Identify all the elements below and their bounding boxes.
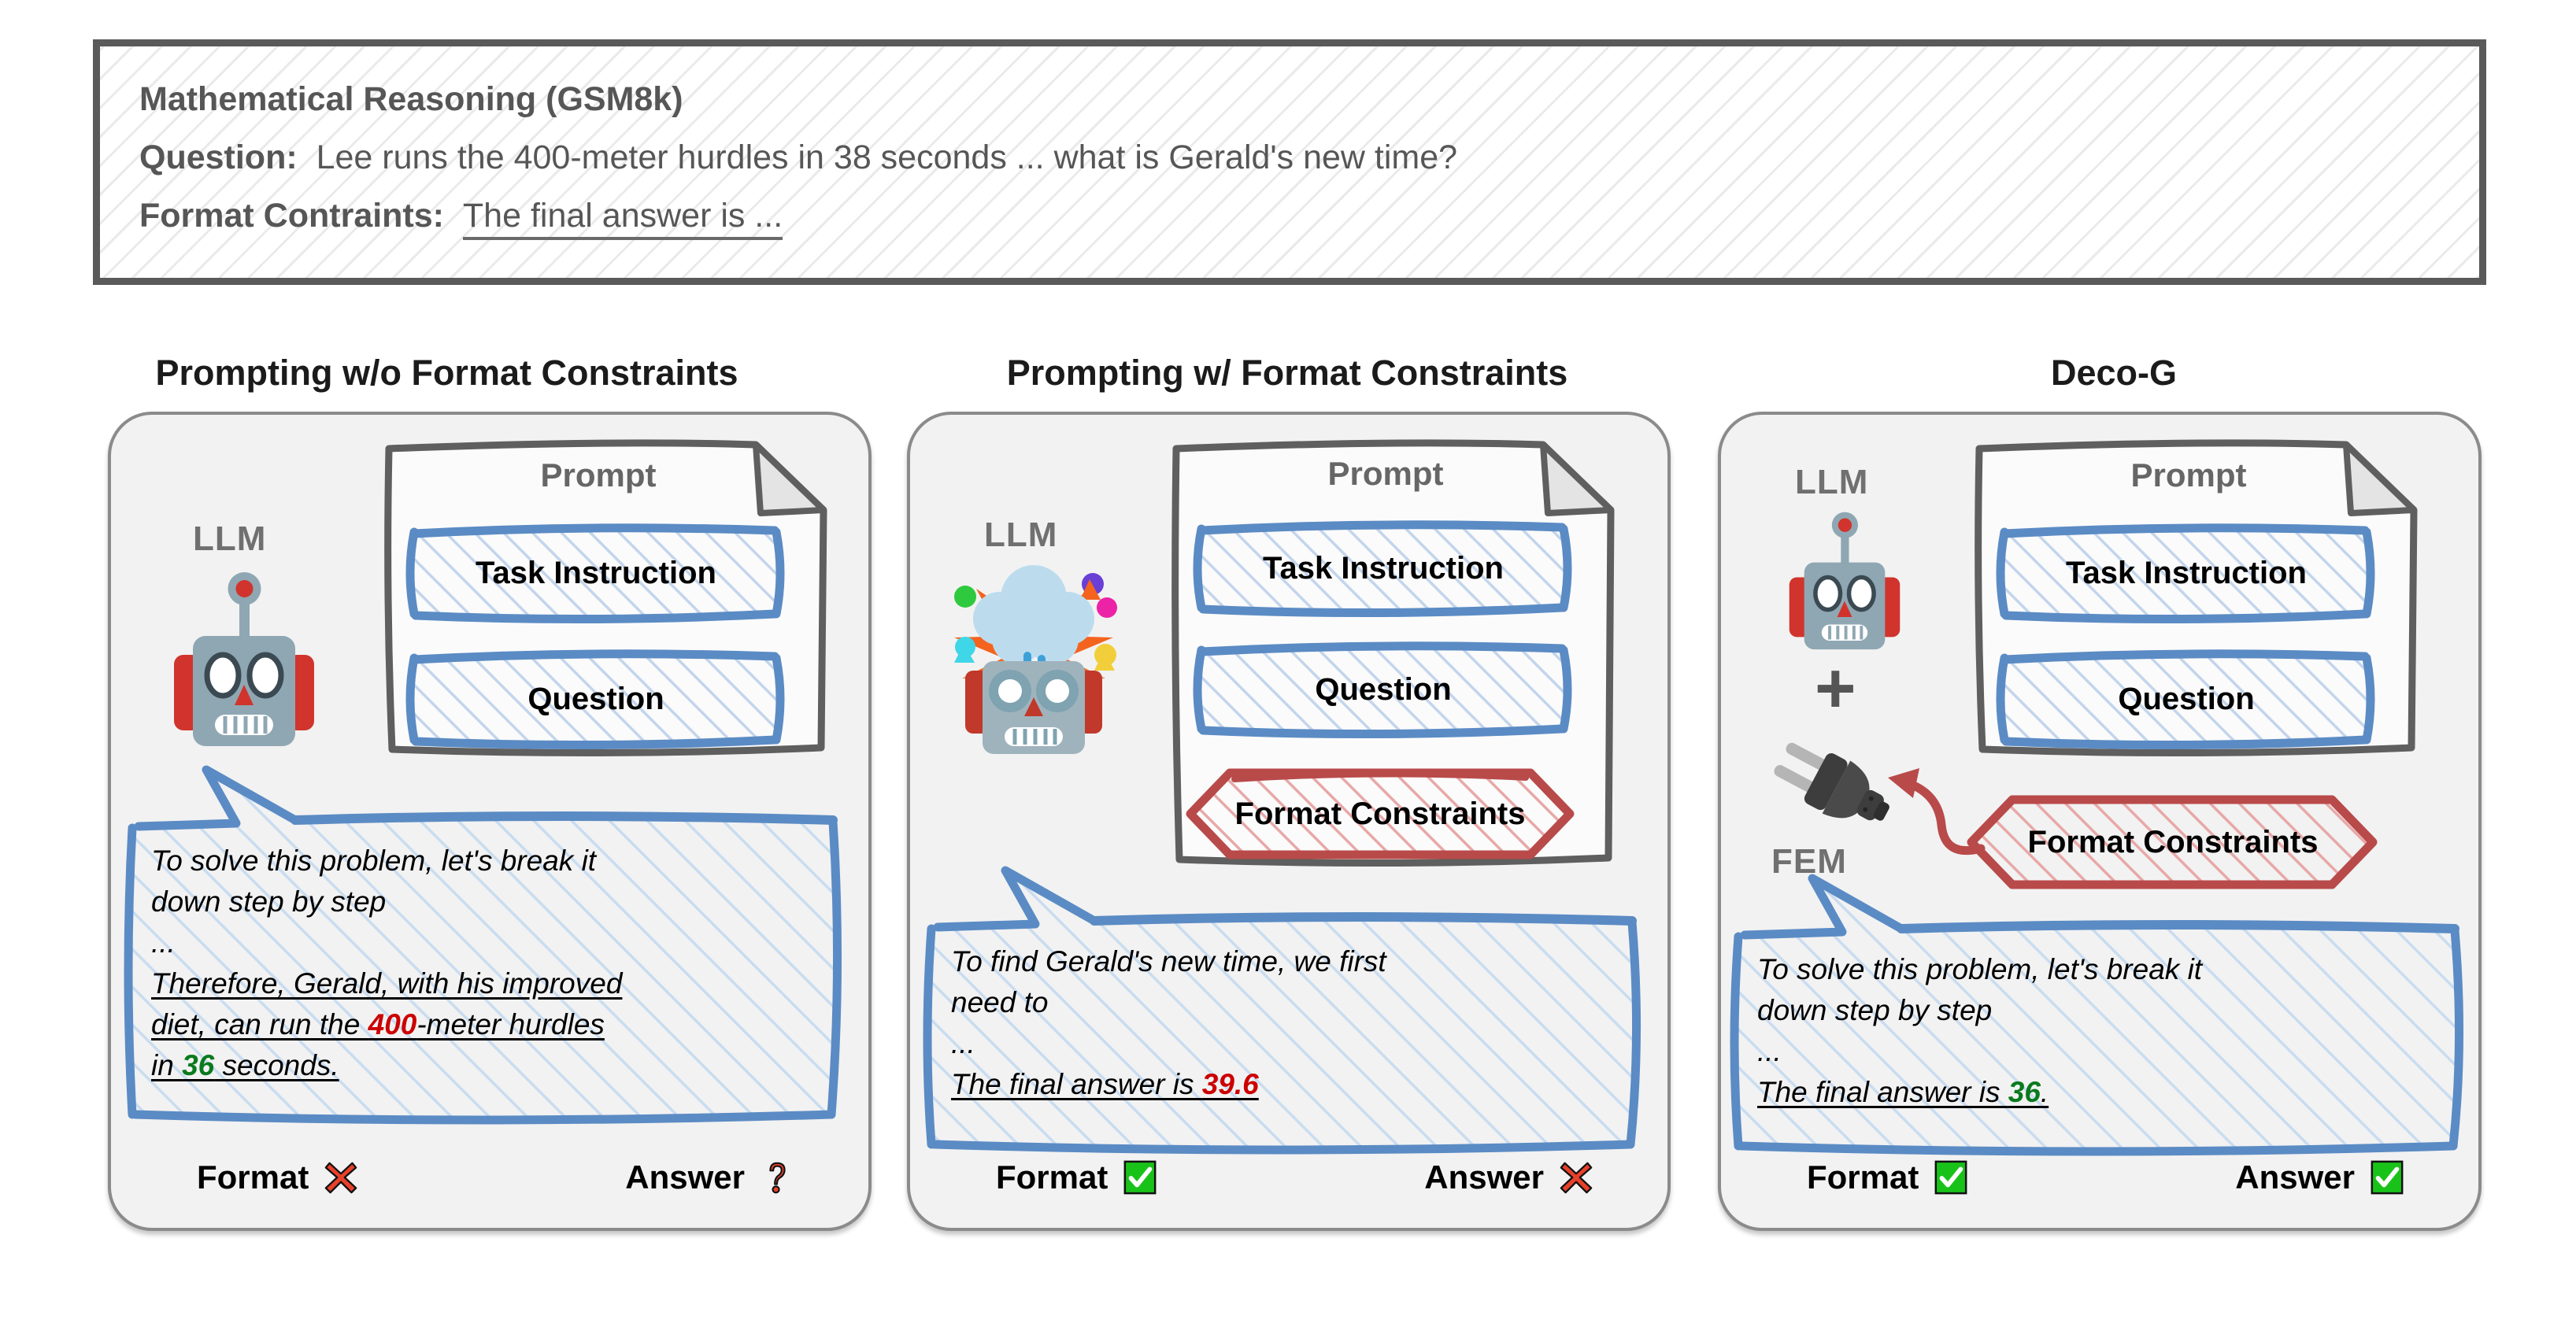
llm-label-panel-2: LLM bbox=[984, 516, 1058, 554]
plus-sign-icon: + bbox=[1815, 649, 1856, 728]
format-status-panel-1: Format bbox=[197, 1159, 359, 1196]
answer-text-panel-1: To solve this problem, let's break it do… bbox=[151, 841, 828, 1086]
format-constraints-text: The final answer is ... bbox=[462, 197, 783, 240]
question-box-panel-2 bbox=[1193, 641, 1572, 739]
electric-plug-icon bbox=[1774, 742, 1889, 821]
answer-status-panel-2: Answer bbox=[1424, 1159, 1594, 1196]
status-row-panel-3: Format Answer bbox=[1807, 1159, 2405, 1196]
question-box-panel-3 bbox=[1996, 649, 2375, 750]
answer-line: diet, can run the 400-meter hurdles bbox=[151, 1008, 605, 1040]
answer-line: down step by step bbox=[1757, 994, 1993, 1026]
question-line: Question: Lee runs the 400-meter hurdles… bbox=[139, 128, 2479, 187]
answer-line: To solve this problem, let's break it bbox=[151, 845, 597, 877]
answer-line: To solve this problem, let's break it bbox=[1757, 953, 2203, 985]
format-constraints-label: Format Contraints: bbox=[139, 197, 444, 235]
cross-mark-icon bbox=[1560, 1162, 1593, 1194]
llm-label-panel-3: LLM bbox=[1795, 463, 1869, 501]
answer-line: down step by step bbox=[151, 885, 387, 918]
robot-icon bbox=[174, 572, 314, 746]
check-mark-icon bbox=[1934, 1160, 1967, 1195]
answer-text-panel-2: To find Gerald's new time, we first need… bbox=[951, 941, 1628, 1105]
task-instruction-box-panel-2 bbox=[1193, 520, 1572, 618]
answer-status-label: Answer bbox=[1424, 1159, 1544, 1196]
dataset-title: Mathematical Reasoning (GSM8k) bbox=[139, 80, 683, 118]
check-mark-icon bbox=[1123, 1160, 1157, 1195]
format-status-label: Format bbox=[197, 1159, 309, 1196]
answer-text-panel-3: To solve this problem, let's break it do… bbox=[1757, 949, 2450, 1113]
fem-label-panel-3: FEM bbox=[1771, 842, 1847, 881]
task-header-box: Mathematical Reasoning (GSM8k) Question:… bbox=[93, 39, 2486, 285]
answer-status-label: Answer bbox=[625, 1159, 745, 1196]
answer-line: ... bbox=[951, 1027, 975, 1059]
question-text: Lee runs the 400-meter hurdles in 38 sec… bbox=[316, 139, 1458, 176]
answer-line: ... bbox=[151, 926, 176, 959]
answer-bubble-panel-3 bbox=[1730, 874, 2464, 1156]
prompt-label-panel-2: Prompt bbox=[1327, 455, 1444, 492]
format-status-panel-3: Format bbox=[1807, 1159, 1969, 1196]
panel-title-deco-g: Deco-G bbox=[2050, 353, 2178, 393]
panel-title-prompting-with-constraints: Prompting w/ Format Constraints bbox=[1006, 353, 1568, 393]
answer-line: need to bbox=[951, 986, 1049, 1018]
format-status-panel-2: Format bbox=[996, 1159, 1158, 1196]
cross-mark-icon bbox=[325, 1162, 357, 1194]
prompt-label-panel-1: Prompt bbox=[540, 456, 657, 493]
format-constraints-box-panel-3 bbox=[1967, 795, 2378, 889]
answer-line: in 36 seconds. bbox=[151, 1049, 339, 1081]
status-row-panel-1: Format Answer bbox=[197, 1159, 795, 1196]
question-box-panel-1 bbox=[405, 649, 785, 750]
answer-status-panel-3: Answer bbox=[2235, 1159, 2405, 1196]
format-status-label: Format bbox=[1807, 1159, 1919, 1196]
status-row-panel-2: Format Answer bbox=[996, 1159, 1594, 1196]
task-instruction-box-panel-1 bbox=[405, 523, 785, 624]
robot-icon bbox=[1789, 512, 1901, 650]
check-mark-icon bbox=[2371, 1160, 2404, 1195]
answer-status-label: Answer bbox=[2235, 1159, 2355, 1196]
llm-label-panel-1: LLM bbox=[193, 519, 267, 558]
question-label: Question: bbox=[139, 139, 298, 176]
exploding-head-robot-icon bbox=[954, 565, 1117, 754]
format-status-label: Format bbox=[996, 1159, 1108, 1196]
panel-title-prompting-without-constraints: Prompting w/o Format Constraints bbox=[155, 353, 738, 393]
answer-line: The final answer is 39.6 bbox=[951, 1068, 1259, 1100]
dataset-title-line: Mathematical Reasoning (GSM8k) bbox=[139, 70, 2479, 128]
answer-line: ... bbox=[1757, 1035, 1782, 1067]
format-constraints-line: Format Contraints: The final answer is .… bbox=[139, 187, 2479, 245]
answer-bubble-panel-1 bbox=[124, 765, 842, 1125]
answer-line: To find Gerald's new time, we first bbox=[951, 945, 1386, 978]
task-instruction-box-panel-3 bbox=[1996, 523, 2375, 624]
question-mark-icon bbox=[769, 1162, 786, 1194]
answer-status-panel-1: Answer bbox=[625, 1159, 795, 1196]
prompt-label-panel-3: Prompt bbox=[2130, 456, 2247, 493]
answer-line: Therefore, Gerald, with his improved bbox=[151, 967, 623, 1000]
constraint-to-fem-arrow-icon bbox=[1888, 768, 1986, 856]
answer-line: The final answer is 36. bbox=[1757, 1076, 2049, 1108]
format-constraints-box-panel-2 bbox=[1186, 768, 1575, 859]
answer-bubble-panel-2 bbox=[923, 866, 1641, 1155]
